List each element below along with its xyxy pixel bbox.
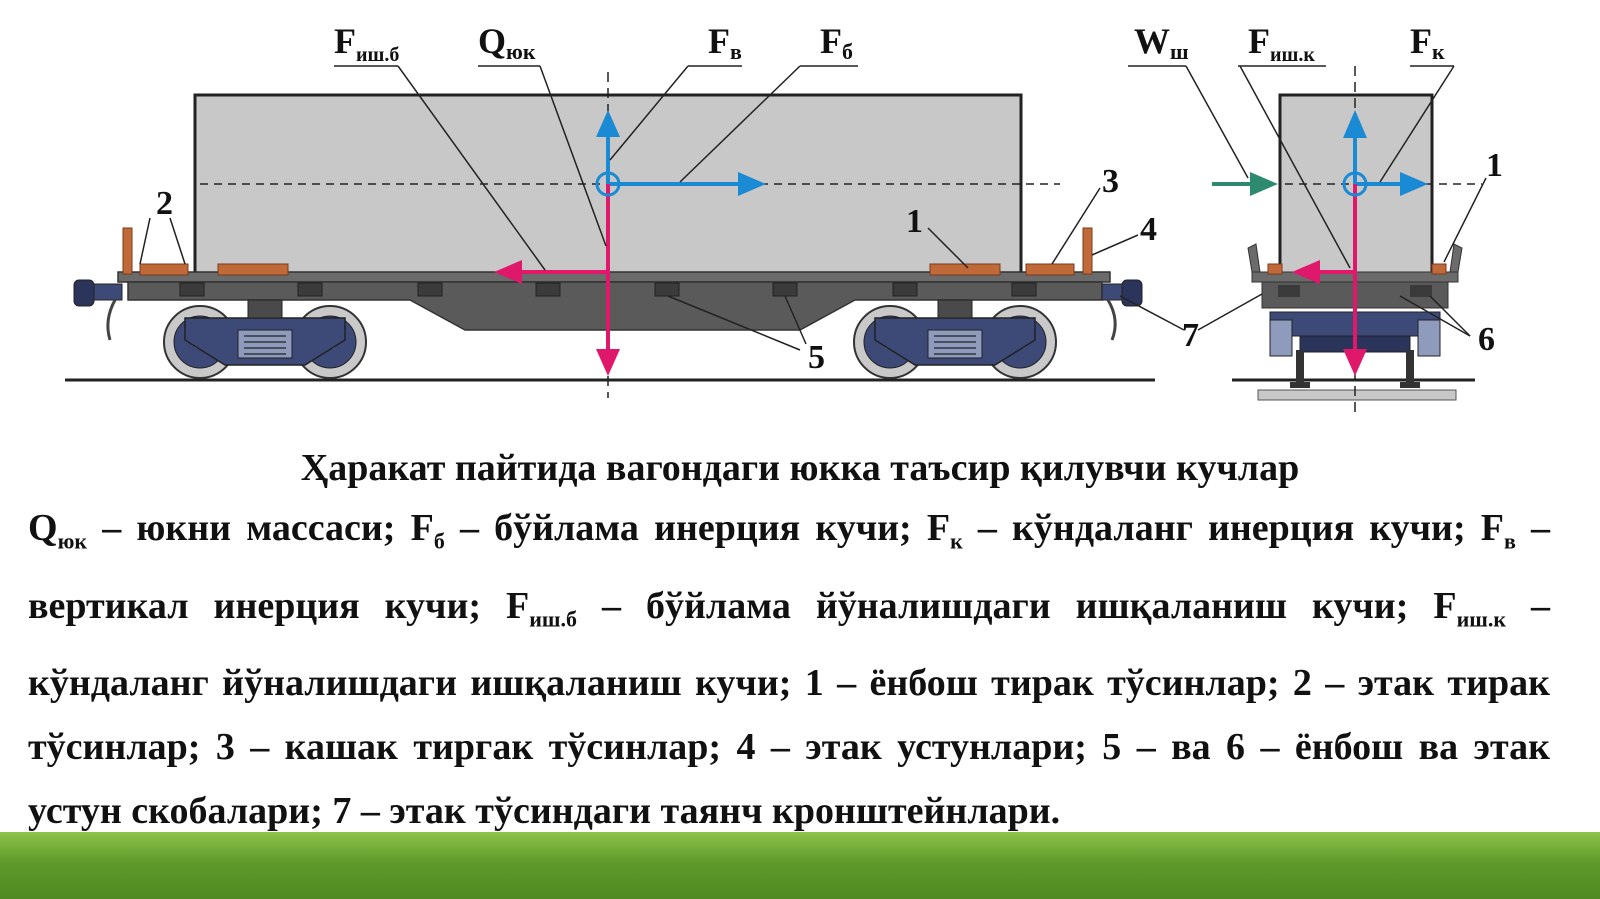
force-labels: Fиш.б Qюк Fв Fб Wш Fиш.к Fк [334,21,1445,66]
part-number-1-side: 1 [906,203,923,240]
label-w-sh: Wш [1134,21,1189,64]
part-number-6: 6 [1478,321,1495,358]
end-view [1128,65,1487,414]
legend-fb-symbol: Fб [410,507,445,554]
bogie-right [853,299,1057,379]
force-arrows-end [1212,110,1428,376]
legend-q-symbol: Qюк [28,507,88,554]
legend-fishk-symbol: Fиш.к [1433,584,1507,632]
label-f-ish-k: Fиш.к [1248,21,1315,66]
part-number-1-end: 1 [1486,147,1503,184]
label-f-k: Fк [1410,21,1445,64]
leader-lines-side [139,65,1185,351]
part-number-5: 5 [808,339,825,376]
part-numbers: 1 2 3 4 5 6 7 1 [156,147,1503,376]
wagon-force-diagram: Fиш.б Qюк Fв Fб Wш Fиш.к Fк 1 2 3 4 5 6 … [65,21,1503,414]
part-number-3: 3 [1102,163,1119,200]
side-view [65,65,1185,398]
legend-fk-symbol: Fк [926,507,963,554]
coupler-left [73,279,123,341]
footer-green-bar [0,832,1600,899]
end-stake-right [1082,227,1093,275]
stake-pockets [179,282,1037,297]
force-arrows-side [494,110,766,376]
leader-lines-end [1128,65,1487,337]
part-number-2: 2 [156,185,173,222]
label-f-b: Fб [820,21,853,64]
coupler-right [1101,279,1143,341]
part-number-7: 7 [1182,317,1199,354]
track-base-end [1257,389,1457,401]
bogie-left [163,299,367,379]
part-number-4: 4 [1140,211,1157,248]
support-blocks [139,263,1075,276]
label-f-v: Fв [708,21,742,64]
legend-fishb-symbol: Fиш.б [506,584,577,632]
legend-fv-symbol: Fв [1480,507,1516,554]
figure-caption: Ҳаракат пайтида вагондаги юкка таъсир қи… [300,447,1300,489]
legend-text: Qюк – юкни массаси; Fб – бўйлама инерция… [28,507,1551,833]
label-f-ish-b: Fиш.б [334,21,399,66]
end-stake-left [122,227,133,275]
label-q-yuk: Qюк [478,21,536,64]
